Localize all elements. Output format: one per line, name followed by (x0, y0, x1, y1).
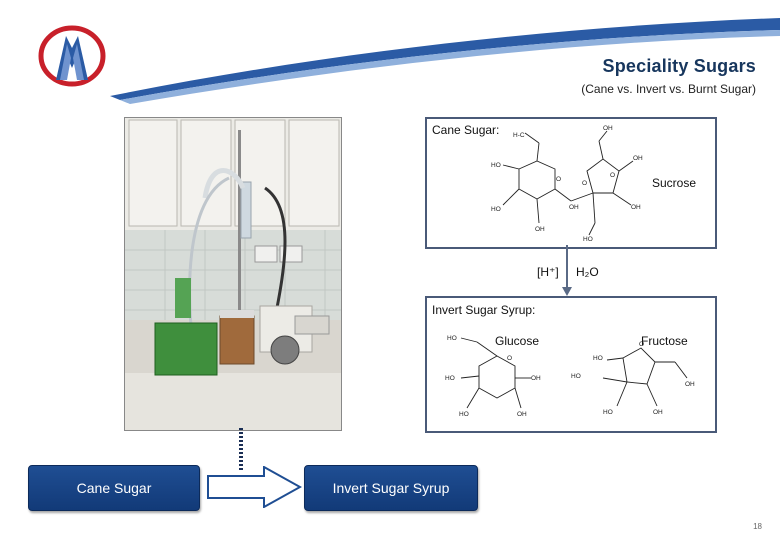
page-number: 18 (753, 522, 762, 531)
cane-sugar-button: Cane Sugar (28, 465, 200, 511)
fructose-label: Fructose (641, 334, 688, 348)
atom-label: HO (447, 335, 457, 342)
atom-label: O (639, 341, 644, 348)
sucrose-label: Sucrose (652, 176, 697, 190)
header-swoosh (0, 0, 780, 110)
glucose-fructose-structures: HO O HO OH HO OH HO O HO OH HO OH (445, 335, 695, 418)
reagent-label: H₂O (576, 265, 599, 279)
invert-sugar-heading: Invert Sugar Syrup: (432, 303, 536, 317)
atom-label: OH (569, 204, 579, 211)
atom-label: OH (531, 375, 541, 382)
atom-label: OH (685, 381, 695, 388)
atom-label: HO (571, 373, 581, 380)
atom-label: OH (631, 204, 641, 211)
glucose-label: Glucose (495, 334, 540, 348)
page-subtitle: (Cane vs. Invert vs. Burnt Sugar) (581, 82, 756, 96)
atom-label: OH (517, 411, 527, 418)
flow-arrow-icon (207, 466, 302, 508)
logo-icon (38, 25, 106, 87)
atom-label: HO (583, 236, 593, 243)
lab-apparatus-photo (124, 117, 342, 431)
atom-label: OH (653, 409, 663, 416)
invert-sugar-structure-box: Invert Sugar Syrup: Glucose Fructose HO … (425, 296, 717, 433)
page-title: Speciality Sugars (602, 56, 756, 76)
atom-label: HO (491, 162, 501, 169)
reaction-arrow (562, 245, 572, 296)
atom-label: OH (633, 155, 643, 162)
atom-label: H-C (513, 132, 525, 139)
cane-sugar-structure-box: Cane Sugar: Sucrose H-C OH OH HO O O OH … (425, 117, 717, 249)
atom-label: O (556, 176, 561, 183)
atom-label: HO (491, 206, 501, 213)
atom-label: HO (593, 355, 603, 362)
atom-label: HO (603, 409, 613, 416)
sucrose-structure: H-C OH OH HO O O OH HO OH OH HO O (491, 125, 643, 243)
atom-label: O (582, 180, 587, 187)
atom-label: HO (459, 411, 469, 418)
atom-label: O (507, 355, 512, 362)
atom-label: HO (445, 375, 455, 382)
cane-sugar-heading: Cane Sugar: (432, 123, 500, 137)
atom-label: O (610, 172, 615, 179)
atom-label: OH (535, 226, 545, 233)
catalyst-label: [H⁺] (537, 265, 559, 279)
dotted-connector (239, 428, 243, 470)
atom-label: OH (603, 125, 613, 132)
invert-sugar-syrup-button: Invert Sugar Syrup (304, 465, 478, 511)
